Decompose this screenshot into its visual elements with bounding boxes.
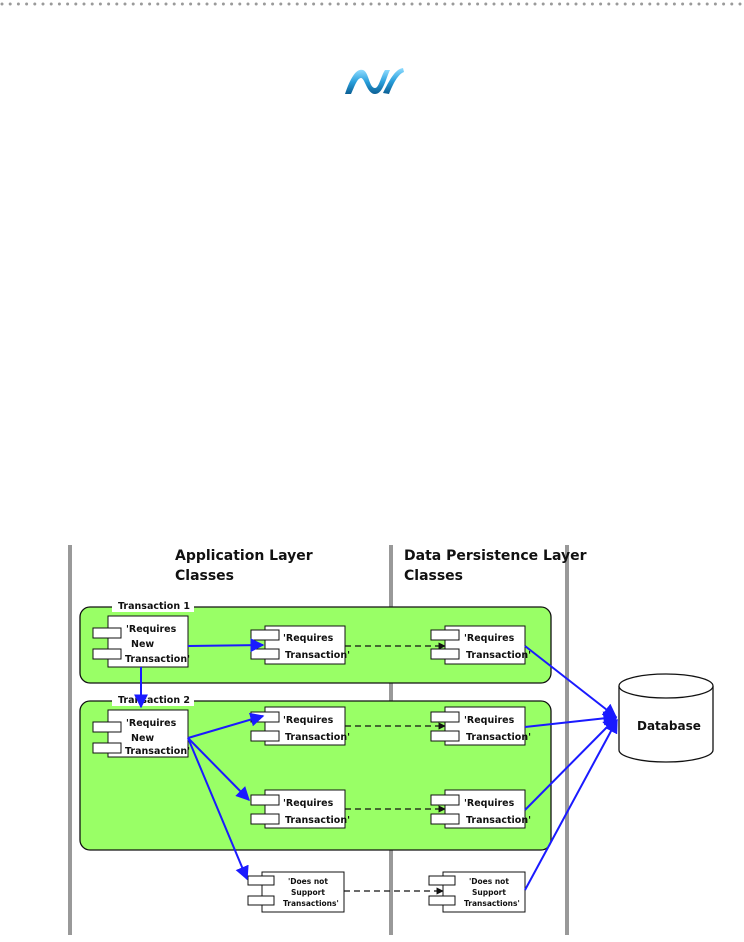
data-requires-transaction-1: 'Requires Transaction'	[430, 625, 531, 665]
transaction-2-label-box	[112, 692, 194, 706]
transaction-1-label: Transaction 1	[118, 601, 190, 612]
svg-text:'Requires: 'Requires	[464, 798, 515, 809]
svg-text:'Requires: 'Requires	[464, 715, 515, 726]
svg-text:Transactions': Transactions'	[464, 899, 520, 908]
data-does-not-support-transactions: 'Does not Support Transactions'	[428, 871, 526, 913]
data-persistence-layer-header: Data Persistence Layer	[404, 548, 587, 564]
arrow-data-t1-to-db	[524, 645, 618, 718]
arrow-data-t2a-to-db	[524, 711, 618, 728]
arrow-data-t2b-to-db	[524, 717, 617, 811]
arrow-t2-to-not-support	[187, 737, 249, 881]
app-requires-new-transaction-1: 'Requires New Transaction'	[92, 615, 190, 668]
data-requires-transaction-2a: 'Requires Transaction'	[430, 706, 531, 746]
application-layer-header-line2: Classes	[175, 568, 234, 584]
arrow-data-not-support-to-db	[524, 718, 618, 891]
svg-text:'Requires: 'Requires	[283, 633, 334, 644]
dotnet-logo-icon	[345, 68, 404, 94]
app-requires-transaction-1: 'Requires Transaction'	[250, 625, 350, 665]
svg-text:Transaction': Transaction'	[466, 650, 531, 661]
app-does-not-support-transactions: 'Does not Support Transactions'	[247, 871, 345, 913]
svg-text:Transaction': Transaction'	[285, 732, 350, 743]
database-label: Database	[637, 719, 701, 733]
data-requires-transaction-2b: 'Requires Transaction'	[430, 789, 531, 829]
svg-text:Transactions': Transactions'	[283, 899, 339, 908]
svg-text:Support: Support	[291, 888, 325, 897]
dotted-top-border	[0, 2, 744, 6]
arrow-t2-to-requires-b	[187, 737, 250, 801]
arrow-t2-to-requires-a	[187, 712, 265, 739]
transaction-2-label: Transaction 2	[118, 695, 190, 706]
database-cylinder: Database	[618, 673, 714, 763]
transaction-1-label-box	[112, 598, 194, 612]
svg-text:Transaction': Transaction'	[285, 815, 350, 826]
application-layer-header: Application Layer	[175, 548, 313, 564]
app-requires-transaction-2a: 'Requires Transaction'	[250, 706, 350, 746]
svg-text:'Requires: 'Requires	[464, 633, 515, 644]
app-requires-new-transaction-2: 'Requires New Transaction'	[92, 709, 190, 758]
svg-text:'Requires: 'Requires	[126, 718, 177, 729]
svg-text:'Does not: 'Does not	[288, 877, 328, 886]
svg-text:New: New	[131, 639, 154, 650]
svg-text:'Requires: 'Requires	[283, 798, 334, 809]
svg-text:New: New	[131, 733, 154, 744]
svg-text:'Requires: 'Requires	[283, 715, 334, 726]
svg-text:Transaction': Transaction'	[466, 815, 531, 826]
svg-text:Support: Support	[472, 888, 506, 897]
svg-text:'Does not: 'Does not	[469, 877, 509, 886]
svg-text:Transaction': Transaction'	[466, 732, 531, 743]
arrow-t1-new-to-requires	[187, 638, 265, 653]
svg-text:'Requires: 'Requires	[126, 624, 177, 635]
svg-text:Transaction': Transaction'	[125, 746, 190, 757]
data-persistence-layer-header-line2: Classes	[404, 568, 463, 584]
svg-text:Transaction': Transaction'	[285, 650, 350, 661]
app-requires-transaction-2b: 'Requires Transaction'	[250, 789, 350, 829]
svg-text:Transaction': Transaction'	[125, 654, 190, 665]
